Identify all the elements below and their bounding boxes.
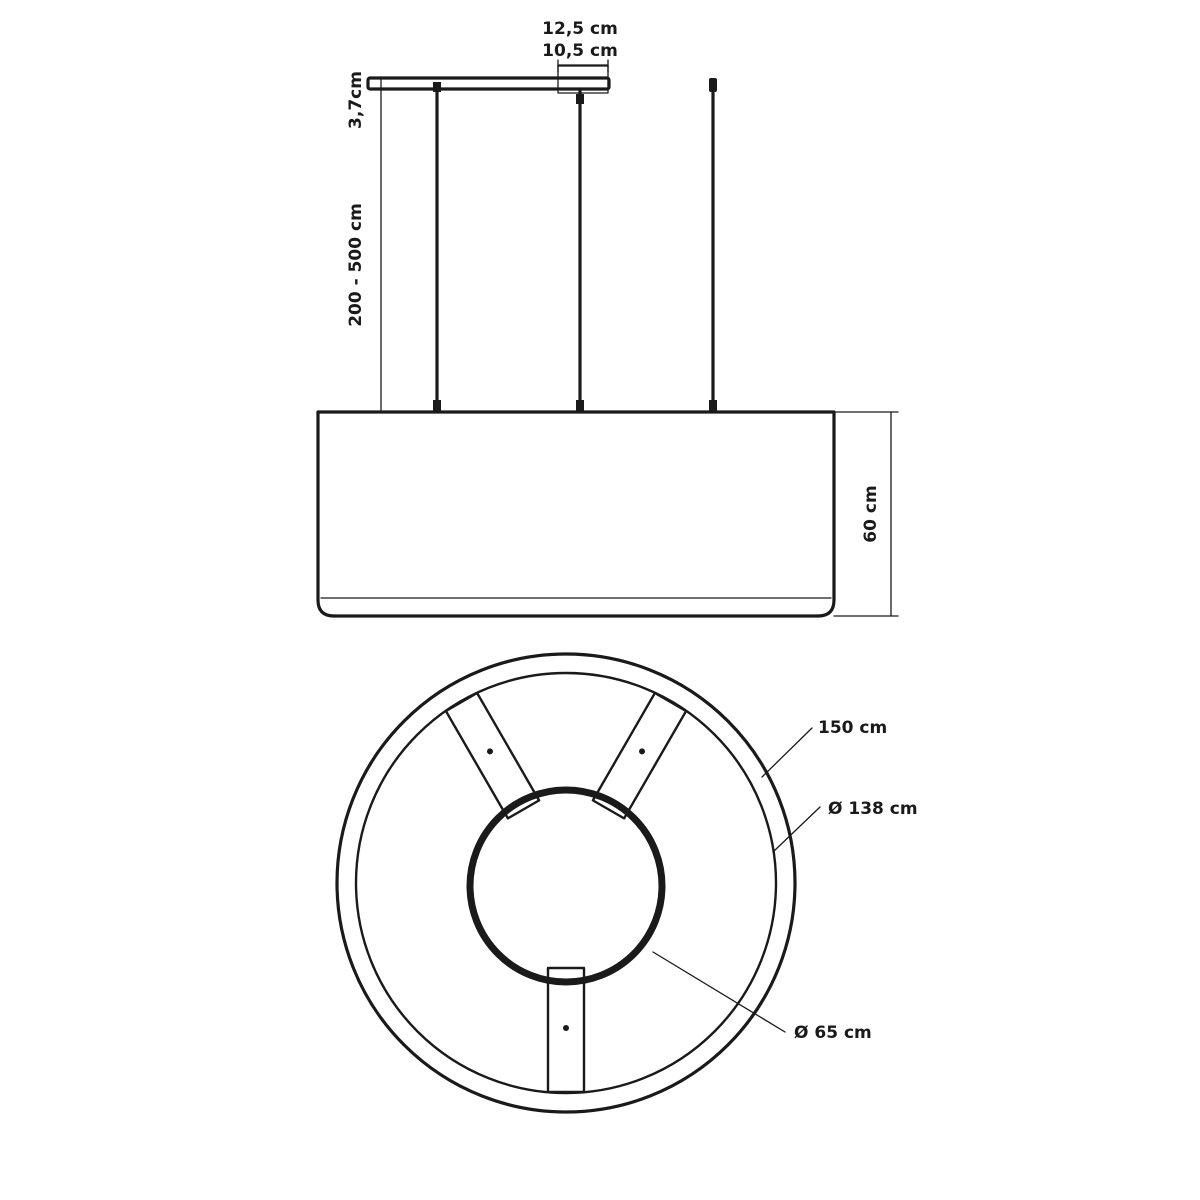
spoke-upper-right <box>444 691 541 820</box>
label-canopy-height: 3,7cm <box>346 71 366 129</box>
label-outer-diameter: 150 cm <box>818 718 887 738</box>
outer-rim <box>335 652 797 1114</box>
label-inner-ring-diameter: Ø 138 cm <box>828 799 918 819</box>
lamp-shade <box>316 410 836 618</box>
leader-line-outer <box>761 727 813 778</box>
spoke-upper-left <box>591 691 688 820</box>
cable-gripper-bottom-left <box>433 400 441 412</box>
cable-gripper-bottom-center <box>576 400 584 412</box>
label-suspension-length: 200 - 500 cm <box>346 203 366 327</box>
cable-gripper-bottom-right <box>709 400 717 412</box>
leader-line-center <box>652 951 786 1033</box>
cable-gripper-top-left <box>433 82 441 92</box>
top-view: 150 cm Ø 138 cm Ø 65 cm <box>335 652 918 1114</box>
side-view: 12,5 cm 10,5 cm 3,7cm 200 - 500 cm 60 cm <box>316 19 899 618</box>
canopy-connector <box>557 64 609 94</box>
cable-gripper-top-center <box>576 94 584 104</box>
leader-line-inner <box>772 806 821 853</box>
center-ring <box>466 786 666 986</box>
label-center-ring-diameter: Ø 65 cm <box>794 1023 872 1043</box>
label-shade-height: 60 cm <box>861 485 881 542</box>
label-canopy-width-outer: 12,5 cm <box>542 19 618 39</box>
ceiling-canopy <box>366 76 611 91</box>
label-canopy-width-inner: 10,5 cm <box>542 41 618 61</box>
cable-gripper-top-right <box>709 78 717 92</box>
spoke-bottom <box>546 966 586 1094</box>
